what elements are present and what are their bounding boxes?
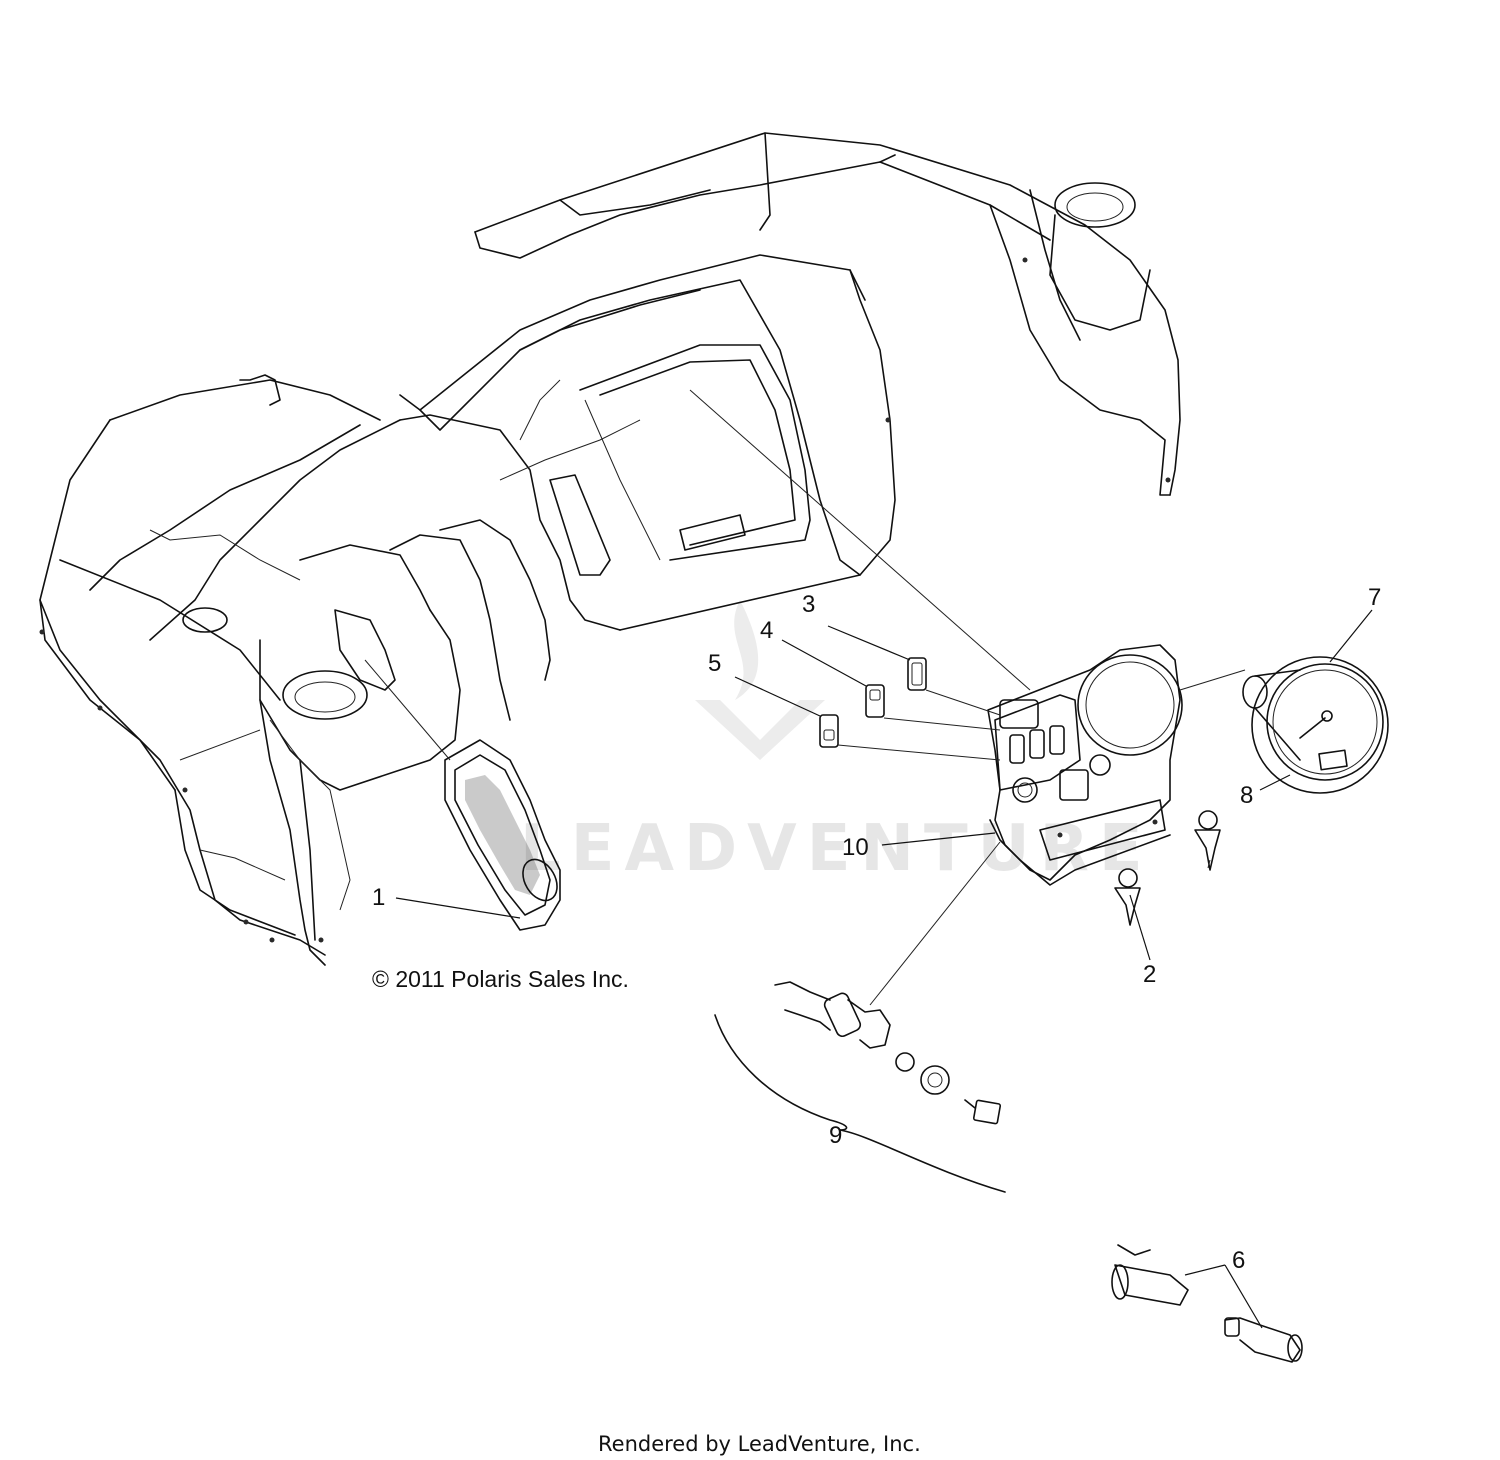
callout-1: 1 (372, 884, 385, 911)
part-4-switch (865, 684, 885, 718)
part-5-switch (819, 714, 839, 748)
callout-6: 6 (1232, 1247, 1245, 1274)
watermark-logo: LEADVENTURE (520, 600, 1153, 886)
callout-10: 10 (842, 834, 869, 861)
callout-9: 9 (829, 1122, 842, 1149)
part-3-switch-plug (907, 657, 927, 691)
callout-2: 2 (1143, 961, 1156, 988)
part-9-power-outlet (714, 981, 1006, 1193)
part-2-push-rivet (1114, 810, 1221, 926)
part-6-socket (1111, 1244, 1303, 1363)
dashboard-body (39, 132, 1181, 966)
callout-4: 4 (760, 617, 773, 644)
callout-8: 8 (1240, 782, 1253, 809)
callout-3: 3 (802, 591, 815, 618)
watermark-text: LEADVENTURE (520, 812, 1153, 886)
part-10-instrument-panel (987, 644, 1183, 886)
callout-5: 5 (708, 650, 721, 677)
footer-text: Rendered by LeadVenture, Inc. (598, 1432, 921, 1456)
part-1-grab-handle (444, 739, 561, 931)
part-7-speedometer (1242, 656, 1389, 794)
copyright-text: © 2011 Polaris Sales Inc. (372, 966, 629, 992)
leader-lines (364, 389, 1373, 1329)
callout-7: 7 (1368, 584, 1381, 611)
callout-labels: 1 2 3 4 5 6 7 8 9 10 (372, 584, 1381, 1274)
